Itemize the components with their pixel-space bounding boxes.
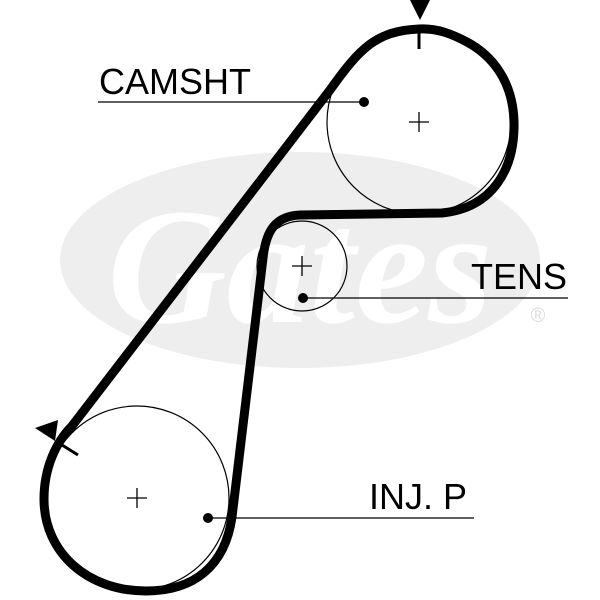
tensioner-label: TENS [471, 256, 567, 297]
camshaft-label: CAMSHT [99, 61, 251, 102]
injection-pump-center-cross [127, 488, 147, 508]
tensioner-center-cross [292, 256, 312, 276]
timing-belt [39, 24, 519, 596]
watermark-registered-mark: ® [531, 305, 546, 327]
tensioner-pulley-outline [256, 220, 348, 312]
injection-pump-timing-arrow [35, 420, 58, 441]
watermark-ellipse [60, 152, 540, 368]
injection-pump-label: INJ. P [369, 476, 467, 517]
camshaft-center-cross [409, 112, 429, 132]
injection-pump-timing-mark [61, 443, 79, 457]
camshaft-timing-arrow [410, 0, 430, 20]
